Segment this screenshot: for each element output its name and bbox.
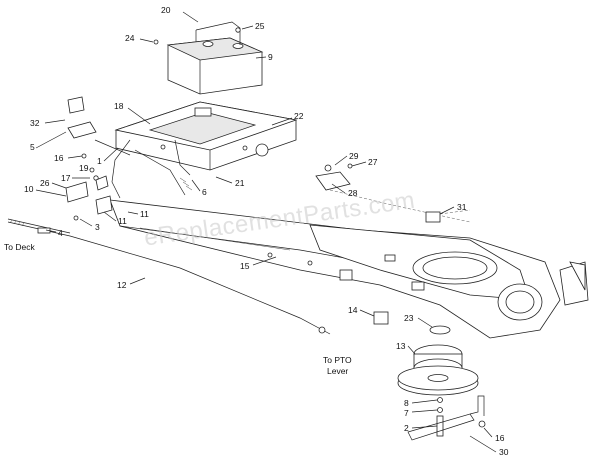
callout-22: 22 [294,111,304,121]
callout-1: 1 [97,156,102,166]
switch [425,209,471,223]
note-to-deck: To Deck [4,242,35,252]
callout-3: 3 [95,222,100,232]
pto-bracket [65,153,113,221]
pto-cable [7,218,331,335]
callout-17: 17 [61,173,71,183]
callout-18: 18 [114,101,124,111]
callout-24: 24 [125,33,135,43]
callout-8: 8 [404,398,409,408]
callout-4: 4 [58,228,63,238]
callout-2: 2 [404,423,409,433]
tractor-frame [109,199,589,339]
callout-21: 21 [235,178,245,188]
callout-6: 6 [202,187,207,197]
callout-25: 25 [255,21,265,31]
callout-30: 30 [499,447,509,457]
battery-bolts [153,27,241,45]
callout-27: 27 [368,157,378,167]
battery-tray [114,101,298,171]
callout-31: 31 [457,202,467,212]
pto-clutch [373,311,479,437]
callout-16-bottom: 16 [495,433,505,443]
callout-7: 7 [404,408,409,418]
callout-11-right: 11 [140,209,149,219]
battery [166,37,264,95]
callout-19: 19 [79,163,89,173]
callout-13: 13 [396,341,406,351]
callout-32: 32 [30,118,40,128]
rear-mount [315,163,471,223]
callout-16-top: 16 [54,153,64,163]
callout-14: 14 [348,305,358,315]
callout-9: 9 [268,52,273,62]
note-to-pto-line1: To PTO [323,355,352,365]
callout-5: 5 [30,142,35,152]
battery-strap [195,21,241,45]
seat-linkage [67,96,193,199]
callout-23: 23 [404,313,414,323]
note-to-pto-line2: Lever [327,366,348,376]
callout-15: 15 [240,261,250,271]
callout-28: 28 [348,188,358,198]
callout-labels: 20 25 24 9 18 22 32 5 16 1 19 17 26 10 3… [24,5,509,457]
callout-26: 26 [40,178,50,188]
pto-lever-arm [407,395,486,441]
callout-11-left: 11 [118,216,127,226]
callout-12: 12 [117,280,127,290]
leader-lines [35,11,497,453]
callout-29: 29 [349,151,359,161]
callout-10: 10 [24,184,34,194]
callout-20: 20 [161,5,171,15]
